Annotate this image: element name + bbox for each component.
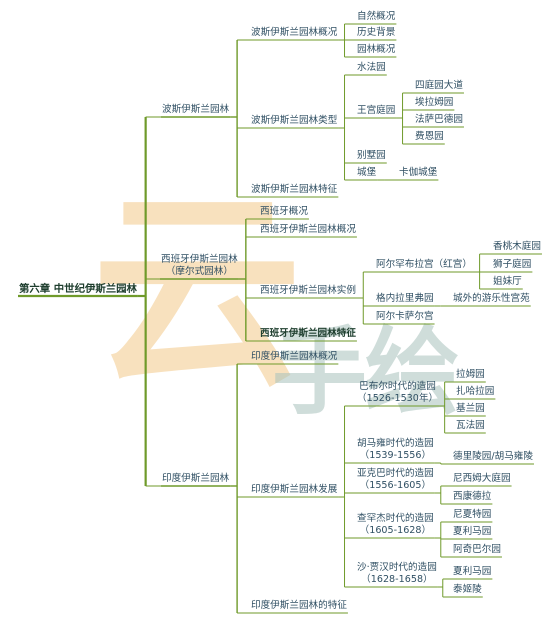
root-node[interactable]: 第六章 中世纪伊斯兰园林 [19,283,137,295]
jahangir-item-1[interactable]: 尼夏特园 [453,509,492,520]
spain-overview-node[interactable]: 西班牙概况 [260,206,308,217]
jahangir-item-2[interactable]: 夏利马园 [453,526,492,537]
humayun-node[interactable]: 胡马雍时代的造园 （1539-1556） [356,438,435,462]
shahjahan-item-1[interactable]: 夏利马园 [453,566,492,577]
spain-examples-node[interactable]: 西班牙伊斯兰园林实例 [260,285,356,296]
india-development-node[interactable]: 印度伊斯兰园林发展 [251,484,338,495]
akbar-line-1: 亚克巴时代的造园 [357,468,434,479]
jahangir-line-2: （1605-1628） [359,525,432,536]
alhambra-item-2[interactable]: 狮子庭园 [493,259,532,270]
persia-overview-item-2[interactable]: 历史背景 [357,27,396,38]
shahjahan-item-2[interactable]: 泰姬陵 [453,584,482,595]
akbar-item-1[interactable]: 尼西姆大庭园 [453,473,511,484]
shahjahan-node[interactable]: 沙·贾汉时代的造园 （1628-1658） [356,562,438,586]
villa-garden-node[interactable]: 别墅园 [357,150,386,161]
jahangir-line-1: 查罕杰时代的造园 [357,513,434,524]
persia-overview-node[interactable]: 波斯伊斯兰园林概况 [251,27,338,38]
babur-item-3[interactable]: 基兰园 [456,403,485,414]
humayun-item[interactable]: 德里陵园/胡马雍陵 [453,451,533,462]
persia-overview-item-3[interactable]: 园林概况 [357,44,396,55]
akbar-node[interactable]: 亚克巴时代的造园 （1556-1605） [356,468,435,492]
water-garden-node[interactable]: 水法园 [357,62,386,73]
babur-item-4[interactable]: 瓦法园 [456,420,485,431]
jahangir-item-3[interactable]: 阿奇巴尔园 [453,544,501,555]
alhambra-item-3[interactable]: 姐妹厅 [493,276,522,287]
alcazar-node[interactable]: 阿尔卡萨尔宫 [376,311,434,322]
alhambra-item-1[interactable]: 香桃木庭园 [493,241,541,252]
humayun-line-1: 胡马雍时代的造园 [357,438,434,449]
shahjahan-line-1: 沙·贾汉时代的造园 [357,562,437,573]
castle-item[interactable]: 卡伽城堡 [399,167,438,178]
akbar-item-2[interactable]: 西康德拉 [453,491,492,502]
generalife-item[interactable]: 城外的游乐性宫苑 [453,293,530,304]
india-features-node[interactable]: 印度伊斯兰园林的特征 [251,600,347,611]
persia-features-node[interactable]: 波斯伊斯兰园林特征 [251,184,338,195]
india-node[interactable]: 印度伊斯兰园林 [162,473,230,484]
alhambra-node[interactable]: 阿尔罕布拉宫（红宫） [376,259,472,270]
babur-item-1[interactable]: 拉姆园 [456,369,485,380]
palace-item-4[interactable]: 费恩园 [415,131,444,142]
persia-overview-item-1[interactable]: 自然概况 [357,11,396,22]
india-overview-node[interactable]: 印度伊斯兰园林概况 [251,351,338,362]
akbar-line-2: （1556-1605） [359,480,432,491]
jahangir-node[interactable]: 查罕杰时代的造园 （1605-1628） [356,513,435,537]
shahjahan-line-2: （1628-1658） [361,574,433,585]
babur-item-2[interactable]: 扎哈拉园 [456,386,495,397]
palace-item-1[interactable]: 四庭园大道 [415,80,463,91]
generalife-node[interactable]: 格内拉里弗园 [376,293,434,304]
babur-line-2: （1526-1530年） [357,393,439,404]
spain-node-line-1: 西班牙伊斯兰园林 [161,254,238,265]
spain-gardens-overview-node[interactable]: 西班牙伊斯兰园林概况 [260,224,356,235]
spain-node[interactable]: 西班牙伊斯兰园林 （摩尔式园林） [160,254,239,278]
palace-item-3[interactable]: 法萨巴德园 [415,114,463,125]
spain-features-node[interactable]: 西班牙伊斯兰园林特征 [260,328,356,339]
spain-node-line-2: （摩尔式园林） [165,266,233,277]
palace-garden-node[interactable]: 王宫庭园 [357,105,396,116]
babur-line-1: 巴布尔时代的造园 [359,381,436,392]
humayun-line-2: （1539-1556） [359,450,432,461]
castle-node[interactable]: 城堡 [357,167,377,178]
babur-node[interactable]: 巴布尔时代的造园 （1526-1530年） [356,381,439,405]
persia-node[interactable]: 波斯伊斯兰园林 [162,104,230,115]
persia-types-node[interactable]: 波斯伊斯兰园林类型 [251,115,338,126]
palace-item-2[interactable]: 埃拉姆园 [415,97,454,108]
